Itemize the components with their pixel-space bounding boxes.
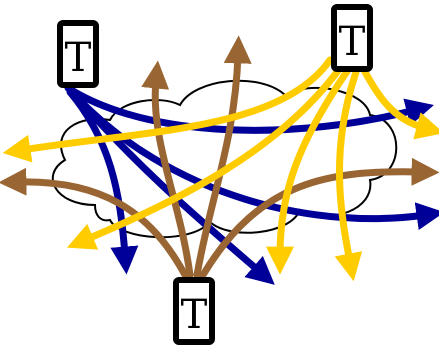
- node-left-label: T: [65, 35, 92, 81]
- node-right-label: T: [339, 19, 366, 65]
- node-left: T: [60, 23, 96, 85]
- node-right: T: [334, 7, 370, 69]
- node-bottom: T: [176, 280, 212, 342]
- node-bottom-label: T: [181, 292, 208, 338]
